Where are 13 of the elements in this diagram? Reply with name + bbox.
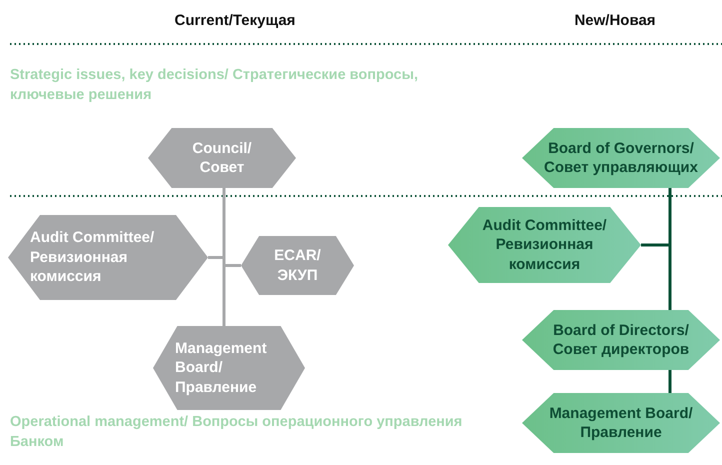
column-heading: Current/Текущая [174,12,296,29]
node-label: ECAR/ ЭКУП [273,246,322,285]
section-label: Operational management/ Вопросы операционного управления Банком [10,413,464,452]
node-label: Management Board/ Правление [548,404,694,442]
node-label: Management Board/ Правление [175,338,268,398]
node-label: Audit Committee/ Ревизионная комиссия [481,216,608,274]
column-heading: New/Новая [574,12,656,29]
node-label: Audit Committee/ Ревизионная комиссия [30,228,156,287]
node-label: Council/ Совет [191,138,253,178]
node-label: Board of Governors/ Совет управляющих [544,138,698,178]
connector-line [668,370,672,393]
node-label: Board of Directors/ Совет директоров [552,320,690,360]
section-label: Strategic issues, key decisions/ Стратегические вопросы, ключевые решения [10,66,420,105]
